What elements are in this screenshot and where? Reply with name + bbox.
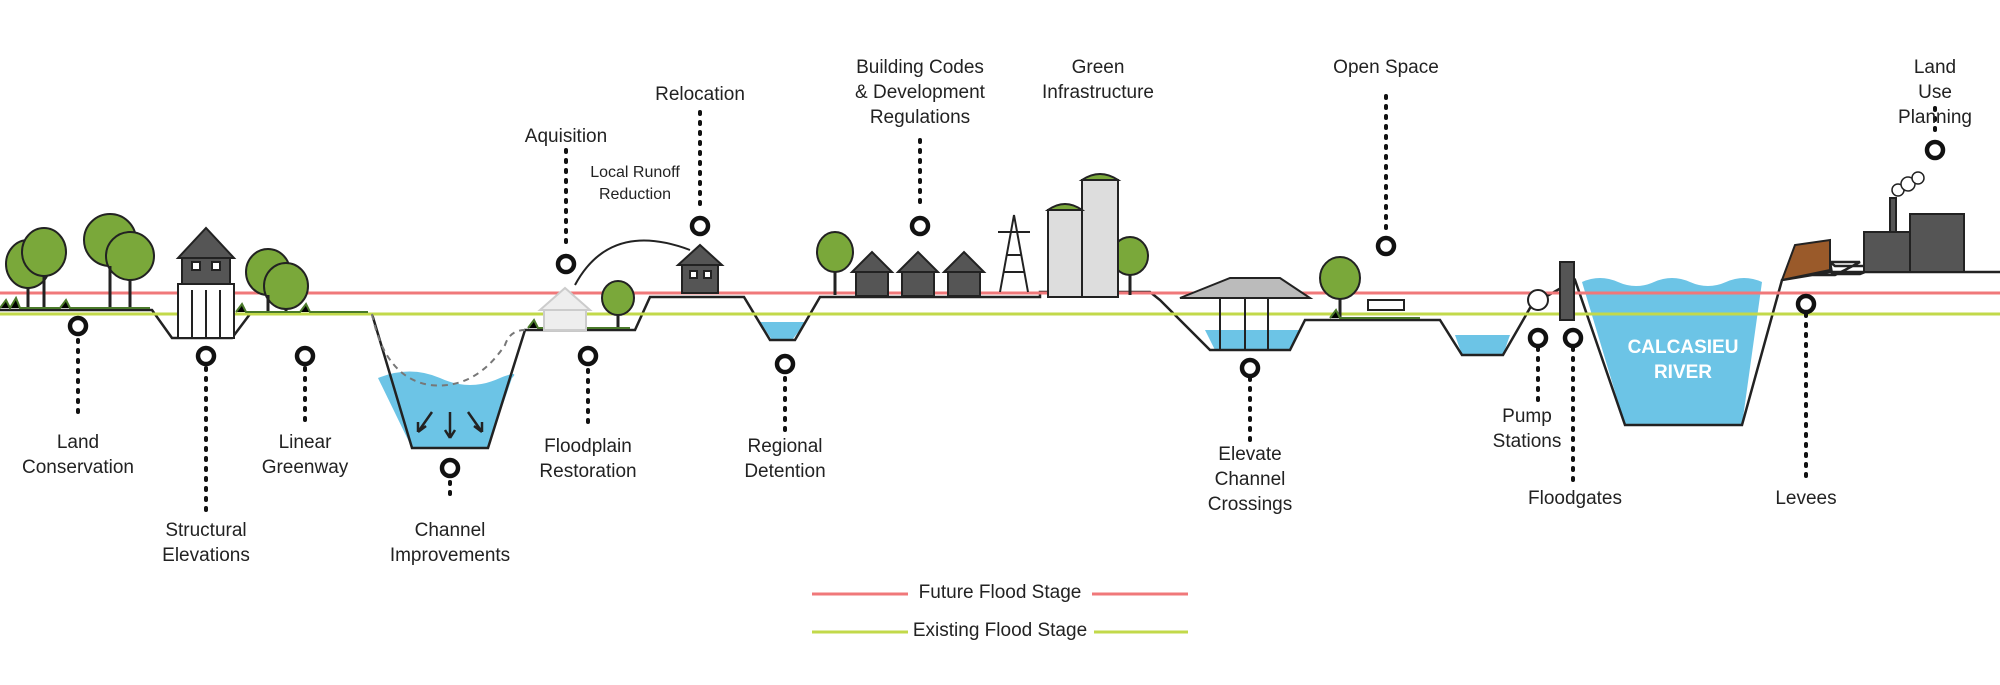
relocated-house: [675, 243, 725, 294]
acquired-house-ghost: [537, 286, 593, 331]
label-aquisition: Aquisition: [524, 126, 608, 147]
green-buildings: [1044, 173, 1122, 298]
label-land-conservation: Land Conservation: [22, 432, 134, 478]
label-regional-detention: Regional Detention: [744, 436, 826, 482]
label-open-space: Open Space: [1333, 57, 1439, 78]
label-channel-improvements: Channel Improvements: [389, 520, 511, 566]
regional-detention-water: [760, 322, 806, 340]
label-floodgates: Floodgates: [1527, 488, 1623, 509]
label-green-infrastructure: Green Infrastructure: [1042, 57, 1154, 103]
label-local-runoff-reduction: Local Runoff Reduction: [590, 164, 680, 203]
factory-smoke: [1891, 171, 1925, 197]
label-building-codes: Building Codes & Development Regulations: [855, 57, 985, 128]
levee-mound: [1780, 238, 1831, 282]
label-structural-elevations: Structural Elevations: [162, 520, 250, 566]
channel-improvements-water: [378, 371, 515, 448]
label-calcasieu-river: CALCASIEU RIVER: [1627, 337, 1739, 383]
label-elevate-channel-crossings: Elevate Channel Crossings: [1207, 444, 1293, 515]
legend-future-flood-stage: Future Flood Stage: [918, 582, 1082, 603]
factory: [1863, 197, 1965, 273]
label-relocation: Relocation: [655, 84, 745, 105]
floodgate-structure: [1527, 261, 1575, 321]
park-bench: [1367, 299, 1405, 311]
channel-flow-arrows: [416, 411, 484, 439]
legend-existing-flood-stage: Existing Flood Stage: [912, 620, 1088, 641]
old-channel-outline: [371, 313, 526, 387]
channel-crossing-bridge: [1179, 277, 1314, 350]
relocation-arrow: [574, 239, 691, 286]
legend-lines: [812, 592, 1188, 634]
label-floodplain-restoration: Floodplain Restoration: [539, 436, 637, 482]
leader-lines: [76, 94, 1937, 512]
marker-circles: [67, 139, 1946, 479]
elevate-channel-water: [1205, 330, 1300, 350]
transmission-tower: [998, 214, 1030, 293]
pump-station-water: [1455, 335, 1510, 355]
label-levees: Levees: [1775, 488, 1837, 509]
label-land-use-planning: Land Use Planning: [1898, 57, 1972, 128]
label-linear-greenway: Linear Greenway: [261, 432, 349, 478]
building-code-houses: [849, 250, 987, 297]
label-pump-stations: Pump Stations: [1492, 406, 1562, 452]
tree-trunks: [26, 266, 1342, 328]
trees: [5, 213, 1361, 316]
grass: [0, 295, 1420, 329]
elevated-house: [175, 226, 237, 339]
